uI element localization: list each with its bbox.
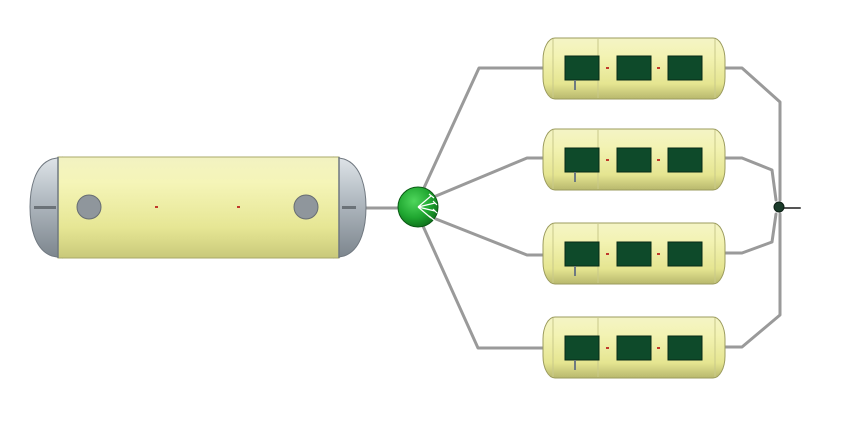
output-tank-2-marker-1	[606, 159, 609, 161]
pipe-distributor-to-tank-1	[421, 66, 546, 192]
output-tank-2-module-2	[616, 147, 652, 173]
pipe-distributor-to-tank-3	[434, 217, 546, 257]
pipe-tank-4-to-collector	[722, 212, 782, 349]
output-tank-2-module-1	[564, 147, 600, 173]
output-tank-4-module-3	[667, 335, 703, 361]
output-tank-3-marker-2	[657, 253, 660, 255]
collector-junction[interactable]	[773, 201, 785, 213]
output-tank-1-module-1	[564, 55, 600, 81]
pipe-tank-2-to-collector	[722, 156, 778, 202]
main-tank-port-right	[293, 194, 319, 220]
main-tank-body	[57, 156, 340, 259]
main-tank-marker-1	[155, 206, 158, 208]
main-tank[interactable]	[29, 156, 367, 259]
distributor-valve[interactable]	[397, 186, 439, 228]
main-tank-right-nozzle	[342, 206, 356, 209]
output-tank-1-marker-1	[606, 67, 609, 69]
collector-node	[773, 201, 785, 213]
main-tank-left-nozzle	[34, 206, 56, 209]
main-tank-port-left	[76, 194, 102, 220]
output-tanks	[542, 37, 726, 379]
output-tank-1[interactable]	[542, 37, 726, 100]
distributor-outlets-icon	[417, 193, 438, 221]
output-tank-3-module-1	[564, 241, 600, 267]
output-tank-3-module-2	[616, 241, 652, 267]
output-tank-4[interactable]	[542, 316, 726, 379]
output-tank-1-marker-2	[657, 67, 660, 69]
output-tank-3-module-3	[667, 241, 703, 267]
output-tank-2-module-3	[667, 147, 703, 173]
output-tank-4-module-1	[564, 335, 600, 361]
output-tank-3[interactable]	[542, 222, 726, 285]
output-tank-1-module-3	[667, 55, 703, 81]
output-tank-4-module-2	[616, 335, 652, 361]
pipe-network	[350, 66, 801, 350]
pipe-distributor-to-tank-4	[421, 224, 546, 350]
output-tank-3-marker-1	[606, 253, 609, 255]
output-tank-2[interactable]	[542, 128, 726, 191]
pipe-tank-1-to-collector	[722, 66, 782, 202]
main-tank-marker-2	[237, 206, 240, 208]
output-tank-1-module-2	[616, 55, 652, 81]
output-tank-4-marker-1	[606, 347, 609, 349]
output-tank-2-marker-2	[657, 159, 660, 161]
pipe-distributor-to-tank-2	[434, 156, 546, 198]
pipe-tank-3-to-collector	[722, 212, 778, 255]
output-tank-4-marker-2	[657, 347, 660, 349]
